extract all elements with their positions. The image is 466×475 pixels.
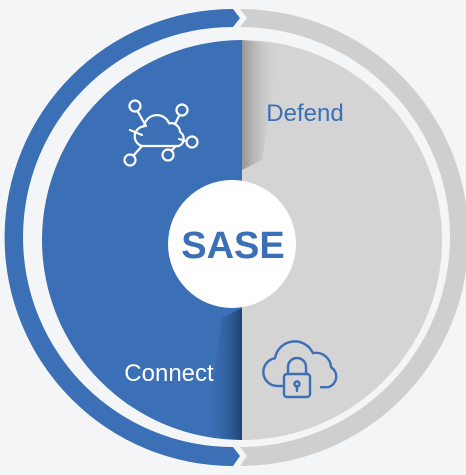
cloud-network-icon: [123, 99, 199, 167]
defend-fold-shadow: [242, 40, 280, 170]
center-circle: [168, 180, 296, 308]
connect-segment: [42, 40, 242, 440]
cloud-lock-icon: [262, 340, 338, 399]
connect-label: Connect: [124, 360, 214, 387]
defend-label: Defend: [266, 100, 343, 127]
center-label: SASE: [181, 225, 284, 267]
defend-segment: [242, 40, 442, 440]
connect-fold-shadow: [205, 308, 242, 440]
